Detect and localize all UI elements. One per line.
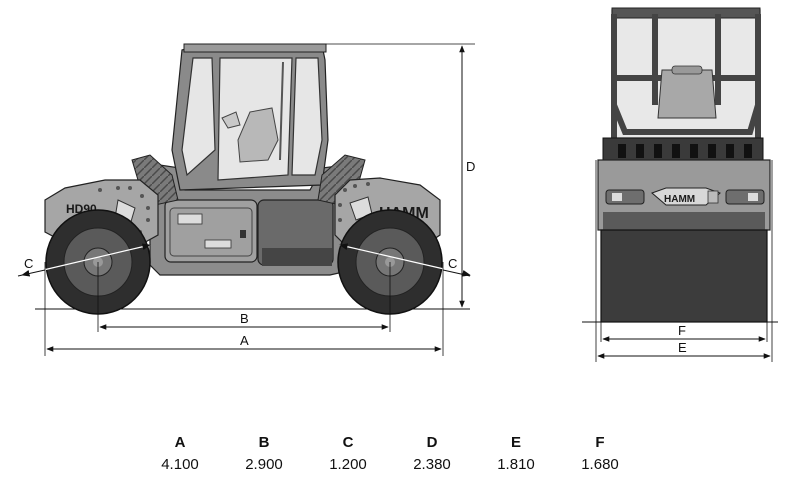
table-value: 1.680 [581,456,619,473]
dim-label-c-left: C [24,256,33,271]
front-view: HAMM F E [582,7,778,362]
table-column-a: A 4.100 [140,432,220,476]
table-column-d: D 2.380 [392,432,472,476]
dim-label-d: D [466,159,475,174]
table-header: B [258,434,270,451]
side-view: HD90 HAMM C C D [17,43,475,356]
table-column-e: E 1.810 [476,432,556,476]
table-header: E [510,434,521,451]
table-value: 1.810 [497,456,535,473]
front-view-drum [600,229,768,323]
dimensions-table: A 4.100 B 2.900 C 1.200 D 2.380 E 1.810 … [140,432,660,482]
dim-label-c-right: C [448,256,457,271]
table-value: 1.200 [329,456,367,473]
table-value: 2.380 [413,456,451,473]
table-column-b: B 2.900 [224,432,304,476]
table-column-c: C 1.200 [308,432,388,476]
table-value: 4.100 [161,456,199,473]
brand-label-front: HAMM [664,194,695,205]
table-header: F [595,434,605,451]
table-header: A [174,434,186,451]
dim-label-a: A [240,333,249,348]
roller-dimension-drawing: HD90 HAMM C C D [17,7,778,362]
dim-label-e: E [678,340,687,355]
table-value: 2.900 [245,456,283,473]
dim-label-b: B [240,311,249,326]
table-header: D [426,434,438,451]
table-column-f: F 1.680 [560,432,640,476]
table-header: C [342,434,354,451]
dim-label-f: F [678,323,686,338]
operator-cab [171,43,329,191]
